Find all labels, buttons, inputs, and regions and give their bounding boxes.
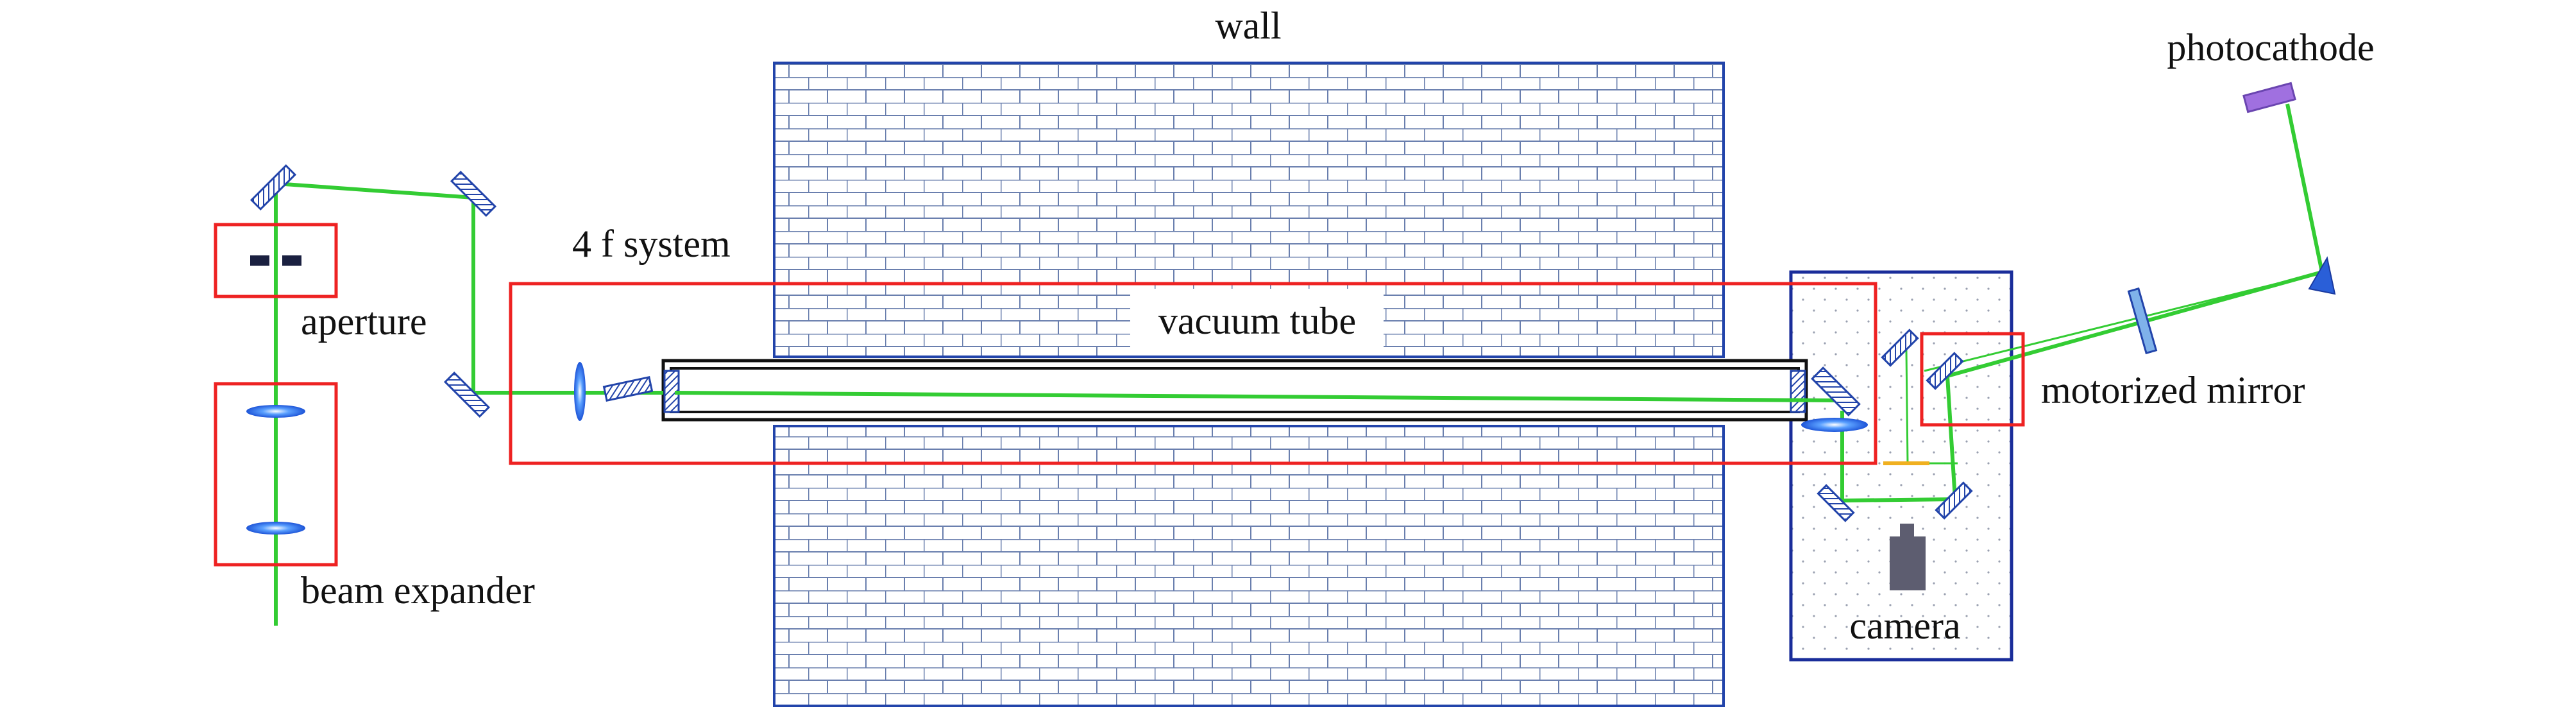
aperture-box	[214, 223, 338, 298]
beam-splitter-icon	[2127, 287, 2158, 355]
photocathode-icon	[2242, 81, 2296, 114]
four-f-system-label: 4 f system	[572, 223, 731, 265]
photocathode-label: photocathode	[2167, 26, 2374, 69]
vacuum-tube	[661, 359, 1808, 422]
prism-icon	[2308, 256, 2336, 295]
lens-icon	[246, 405, 305, 418]
camera-label: camera	[1849, 604, 1960, 647]
hatched-mirror-icon	[450, 170, 497, 218]
camera-enclosure	[1789, 270, 2013, 662]
lens-icon	[1801, 418, 1868, 432]
four-f-system-box	[509, 282, 1877, 465]
vacuum-tube-label-plate	[1130, 289, 1384, 356]
hatched-mirror-icon	[1811, 366, 1861, 416]
aperture-label: aperture	[301, 300, 427, 343]
aperture-icon	[250, 255, 301, 266]
motorized-mirror-label: motorized mirror	[2041, 369, 2305, 411]
red-boxes	[214, 223, 2025, 567]
mirrors	[250, 164, 1973, 522]
wall-lower	[773, 425, 1725, 707]
beam-expander-box	[214, 382, 338, 567]
wall-label: wall	[1215, 4, 1281, 47]
hatched-mirror-icon	[1926, 352, 1964, 390]
hatched-mirror-icon	[1935, 481, 1973, 520]
hatched-mirror-icon	[443, 371, 491, 418]
camera-icon	[1890, 524, 1926, 590]
hatched-mirror-icon	[250, 164, 297, 211]
hatched-mirror-icon	[1881, 329, 1919, 367]
vacuum-tube-label: vacuum tube	[1158, 300, 1356, 342]
lens-icon	[574, 362, 586, 421]
motorized-mirror-box	[1920, 332, 2025, 427]
wall	[773, 62, 1725, 707]
lens-icon	[246, 522, 305, 535]
hatched-mirror-icon	[1817, 484, 1855, 522]
tube-window-right	[1790, 370, 1806, 413]
hatched-mirror-icon	[602, 375, 654, 402]
beam-expander-label: beam expander	[301, 569, 535, 612]
